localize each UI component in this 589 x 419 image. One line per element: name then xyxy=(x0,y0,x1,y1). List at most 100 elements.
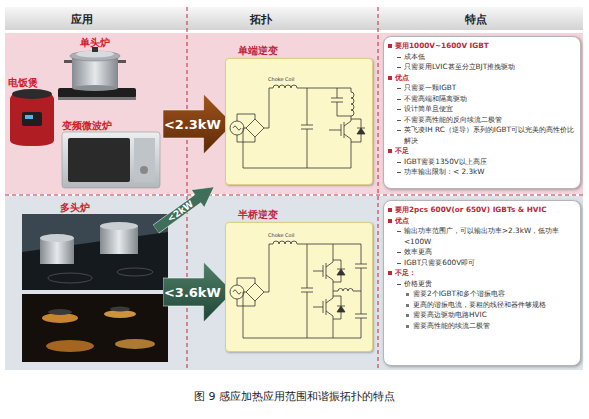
feature-item: 功率输出限制：< 2.3kW xyxy=(404,167,484,176)
feature-heading: 优点 xyxy=(395,216,409,225)
bullet-marker xyxy=(388,271,392,275)
bullet-marker xyxy=(397,263,401,264)
feature-box: 要用1000V~1600V IGBT 成本低只需要用LVIC甚至分立BJT推挽驱动… xyxy=(383,36,581,189)
resonant-capacitor xyxy=(355,291,367,338)
bullet-marker xyxy=(397,231,401,232)
half-bridge-circuit xyxy=(230,241,367,338)
feature-box: 要用2pcs 600V(or 650V) IGBTs & HVIC优点输出功率范… xyxy=(383,200,581,366)
feature-line: 需要高性能的续流二极管 xyxy=(387,321,576,332)
diode-symbol xyxy=(333,296,345,319)
top-band xyxy=(5,33,583,194)
feature-line: 需要2个IGBT和多个谐振电容 xyxy=(387,289,576,300)
pot-rim xyxy=(100,222,138,230)
pan xyxy=(48,309,72,315)
bottom-band xyxy=(5,196,583,370)
feature-line: IGBT需要1350V以上高压 xyxy=(387,157,576,168)
bullet-marker xyxy=(388,219,392,223)
feature-item: 输出功率范围广，可以输出功率>2.3kW，低功率<100W xyxy=(404,226,559,246)
feature-item: 成本低 xyxy=(404,52,425,61)
microwave-panel xyxy=(134,138,155,182)
bullet-marker xyxy=(406,314,409,317)
rectifier-bridge xyxy=(246,119,264,137)
diode-triangle xyxy=(337,306,345,312)
application-label: 电饭煲 xyxy=(8,76,38,90)
bullet-marker xyxy=(397,99,401,100)
bullet-marker xyxy=(397,162,401,163)
photo-backdrop xyxy=(22,294,168,362)
ac-source xyxy=(230,121,244,135)
bullet-marker xyxy=(397,284,401,285)
pot-lid xyxy=(70,51,120,61)
circuit-box: 半桥逆变 xyxy=(225,222,373,352)
bullet-marker xyxy=(388,44,392,48)
bullet-marker xyxy=(397,67,401,68)
feature-line: 不足 xyxy=(387,146,576,157)
bullet-marker xyxy=(406,293,409,296)
arrow-label: <2kW xyxy=(149,178,220,238)
bullet-marker xyxy=(388,149,392,153)
microwave-body xyxy=(62,132,160,188)
feature-line: 成本低 xyxy=(387,52,576,63)
feature-line: 更高的谐振电流，要粗的线径和器件够规格 xyxy=(387,300,576,311)
feature-line: 不需高端和隔离驱动 xyxy=(387,94,576,105)
feature-line: 功率输出限制：< 2.3kW xyxy=(387,167,576,178)
choke-coil xyxy=(273,241,297,244)
diode-symbol xyxy=(351,119,365,142)
topology-title: 半桥逆变 xyxy=(238,208,278,222)
circuit-box: 单端逆变 xyxy=(225,58,373,185)
microwave-knob xyxy=(140,166,148,174)
feature-line: 价格更贵 xyxy=(387,279,576,290)
feature-line: 优点 xyxy=(387,73,576,84)
wire xyxy=(243,88,351,168)
single-ended-circuit xyxy=(230,85,365,168)
column-header: 应用 xyxy=(71,12,93,27)
feature-item: IGBT只需要600V即可 xyxy=(404,258,475,267)
glass-cooktop xyxy=(22,232,168,290)
feature-line: 输出功率范围广，可以输出功率>2.3kW，低功率<100W xyxy=(387,226,576,247)
resonant-inductor xyxy=(351,88,354,116)
wire xyxy=(297,88,351,89)
hob-ring xyxy=(117,268,153,276)
bullet-marker xyxy=(388,208,392,212)
rice-cooker-lid xyxy=(12,89,52,99)
bullet-marker xyxy=(397,172,401,173)
igbt-symbol xyxy=(313,244,333,291)
feature-line: 要用2pcs 600V(or 650V) IGBTs & HVIC xyxy=(387,205,576,216)
feature-heading: 优点 xyxy=(395,73,409,82)
resonant-inductor xyxy=(333,289,361,292)
part-label: Choke Coil xyxy=(268,76,294,82)
arrow-fill xyxy=(163,94,233,154)
feature-line: 设计简单且便宜 xyxy=(387,104,576,115)
feature-item: 英飞凌IH RC（逆导）系列的IGBT可以完美的高性价比解决 xyxy=(404,125,574,145)
igbt-symbol xyxy=(313,291,333,338)
feature-heading: 不足 xyxy=(395,146,409,155)
bullet-marker xyxy=(388,76,392,80)
bullet-marker xyxy=(397,88,401,89)
resonant-capacitor xyxy=(355,244,367,291)
feature-line: IGBT只需要600V即可 xyxy=(387,258,576,269)
feature-line: 不需要高性能的反向续流二极管 xyxy=(387,115,576,126)
sine-mark xyxy=(233,290,241,294)
rice-cooker-body xyxy=(10,90,54,146)
wire xyxy=(237,278,255,306)
capacitor xyxy=(301,88,313,168)
pot-body xyxy=(100,226,138,254)
column-header: 拓扑 xyxy=(250,12,272,27)
igbt-symbol xyxy=(329,116,351,168)
feature-item: 需要高边驱动电路HVIC xyxy=(413,310,487,319)
feature-item: 只需要用LVIC甚至分立BJT推挽驱动 xyxy=(404,62,515,71)
microwave-window xyxy=(68,138,130,182)
power-arrow: <3.6kW xyxy=(163,262,233,322)
feature-item: 更高的谐振电流，要粗的线径和器件够规格 xyxy=(413,300,546,309)
pot-base xyxy=(72,85,118,91)
cooktop-edge xyxy=(58,97,136,100)
power-arrow: <2.3kW xyxy=(163,94,233,154)
part-label: Choke Coil xyxy=(268,232,294,238)
power-arrow: <2kW xyxy=(149,178,220,238)
diode-triangle xyxy=(337,269,345,275)
feature-heading: 要用1000V~1600V IGBT xyxy=(395,41,489,50)
feature-item: 不需高端和隔离驱动 xyxy=(404,94,467,103)
diode-triangle xyxy=(357,128,365,134)
